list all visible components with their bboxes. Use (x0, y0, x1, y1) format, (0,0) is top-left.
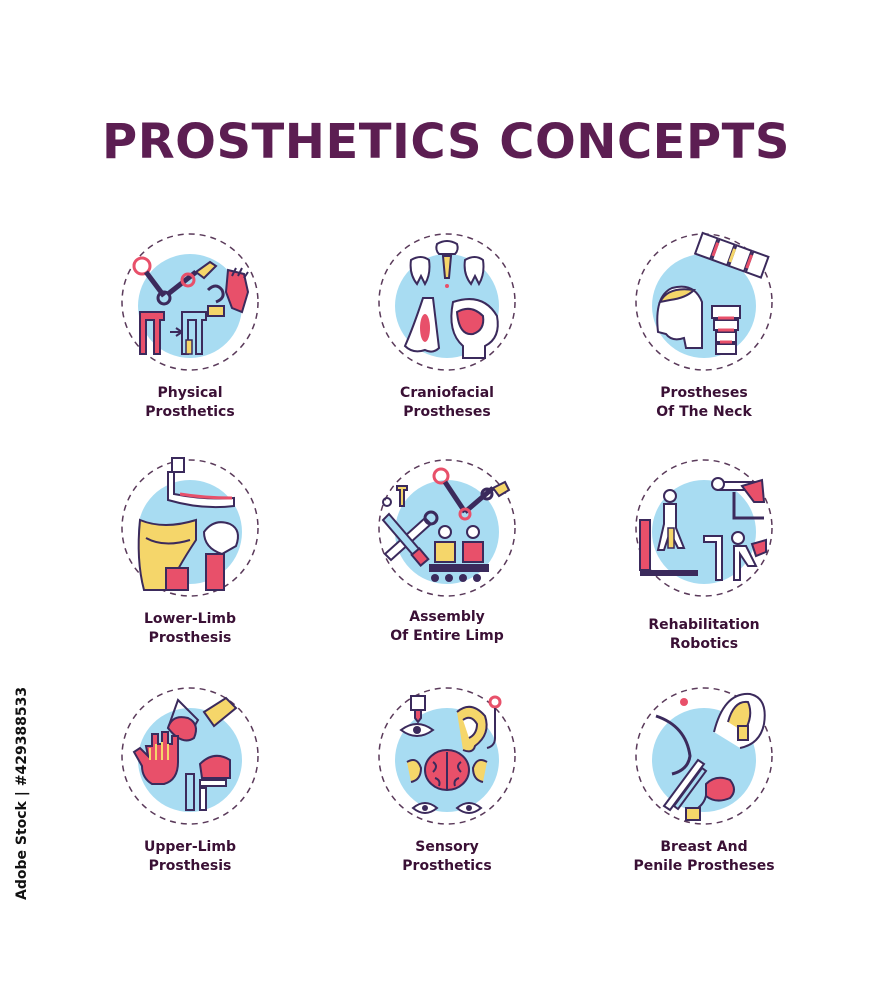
concept-label-line2: Of The Neck (656, 404, 752, 420)
concept-label: Prostheses Of The Neck (594, 384, 814, 422)
concept-label: Rehabilitation Robotics (594, 616, 814, 654)
concept-card-craniofacial: Craniofacial Prostheses (337, 232, 557, 442)
concept-label-line1: Sensory (415, 839, 479, 855)
concept-label-line1: Physical (157, 385, 223, 401)
concept-label: Upper-Limb Prosthesis (80, 838, 300, 876)
concept-card-upper-limb: Upper-Limb Prosthesis (80, 686, 300, 896)
robotic-arm-icon (120, 232, 260, 372)
concept-label: Sensory Prosthetics (337, 838, 557, 876)
concept-label-line2: Penile Prostheses (633, 858, 775, 874)
concept-label-line2: Prosthetics (402, 858, 492, 874)
assembly-tools-icon (377, 458, 517, 598)
concept-label-line2: Prostheses (403, 404, 491, 420)
concept-label-line2: Prosthetics (145, 404, 235, 420)
concept-card-rehab: Rehabilitation Robotics (594, 458, 814, 668)
concept-card-lower-limb: Lower-Limb Prosthesis (80, 457, 300, 668)
concept-label: Breast And Penile Prostheses (594, 838, 814, 876)
brain-ear-eye-icon (377, 686, 517, 826)
concept-card-physical-prosthetics: Physical Prosthetics (80, 232, 300, 442)
concept-card-assembly: Assembly Of Entire Limp (337, 458, 557, 668)
concept-label-line1: Rehabilitation (648, 617, 760, 633)
hand-prosthesis-icon (120, 686, 260, 826)
skull-teeth-icon (377, 232, 517, 372)
leg-prosthesis-icon (120, 457, 260, 598)
concept-label-line1: Lower-Limb (143, 611, 236, 627)
concept-label-line1: Breast And (660, 839, 748, 855)
rehab-treadmill-icon (634, 458, 774, 598)
concept-label-line1: Prostheses (660, 385, 748, 401)
concept-label-line1: Upper-Limb (144, 839, 236, 855)
concept-label-line2: Robotics (669, 636, 739, 652)
concept-card-sensory: Sensory Prosthetics (337, 686, 557, 896)
page-title: PROSTHETICS CONCEPTS (102, 114, 790, 170)
concept-card-breast-penile: Breast And Penile Prostheses (594, 686, 814, 896)
concept-label: Assembly Of Entire Limp (337, 608, 557, 646)
concept-label-line2: Of Entire Limp (390, 628, 504, 644)
concept-label-line2: Prosthesis (148, 630, 232, 646)
watermark-text: Adobe Stock | #429388533 (14, 686, 30, 900)
concept-label: Physical Prosthetics (80, 384, 300, 422)
neck-spine-icon (634, 231, 774, 372)
concept-label-line2: Prosthesis (148, 858, 232, 874)
concept-label: Craniofacial Prostheses (337, 384, 557, 422)
concept-label-line1: Craniofacial (400, 385, 494, 401)
concept-label: Lower-Limb Prosthesis (80, 610, 300, 648)
stock-watermark: Adobe Stock | #429388533 (6, 686, 36, 900)
concept-card-neck: Prostheses Of The Neck (594, 231, 814, 442)
concept-label-line1: Assembly (409, 609, 485, 625)
breast-implant-icon (634, 686, 774, 826)
